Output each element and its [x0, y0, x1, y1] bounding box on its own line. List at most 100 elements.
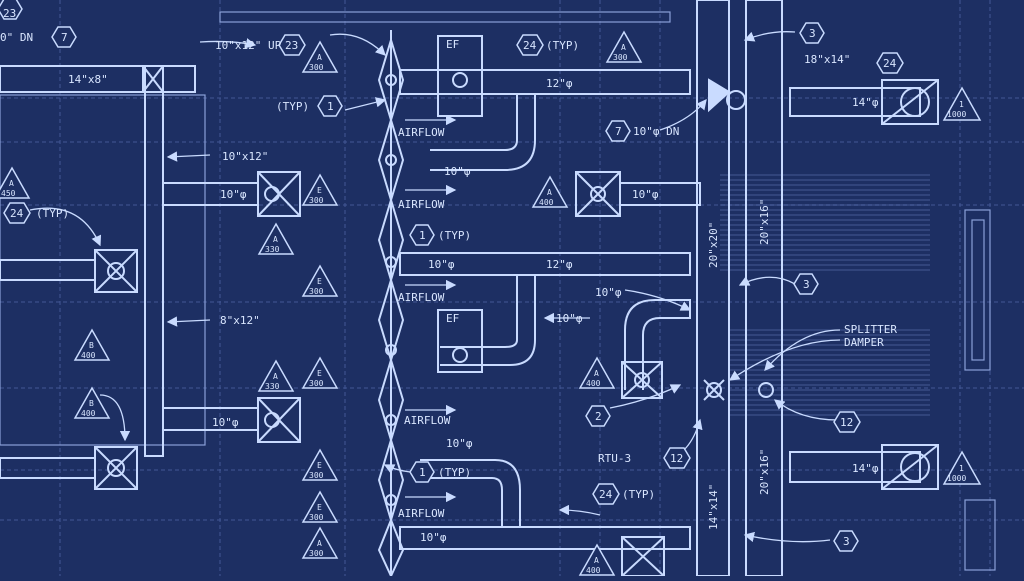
diffuser-tag-2-cfm: 300 [613, 53, 628, 62]
diffuser-tag-6-cfm: 330 [265, 245, 280, 254]
duct-left-run-2 [162, 407, 259, 431]
label-v-20x20: 20"x20" [707, 222, 720, 268]
duct-low [399, 526, 691, 550]
diffuser-box-1 [94, 249, 138, 293]
label-10-c: 10"φ [632, 188, 659, 201]
hex-tag-24b-text: 24 [883, 57, 897, 70]
hex-tag-23a: 23 [0, 0, 23, 20]
diffuser-tag-16-cfm: 1000 [947, 474, 966, 483]
label-10-bottom: 10"φ [420, 531, 447, 544]
label-splitter-1: SPLITTER [844, 323, 897, 336]
label-typ-24a: (TYP) [546, 39, 579, 52]
label-airflow-5: AIRFLOW [398, 507, 445, 520]
diffuser-box-7 [621, 361, 663, 399]
duct-left-trunk [144, 65, 164, 457]
diffuser-tag-9-cfm: 330 [265, 382, 280, 391]
diffuser-tag-1-cfm: 300 [309, 63, 324, 72]
elbow-3 [420, 459, 521, 528]
diffuser-tag-15-type: 1 [959, 100, 964, 109]
label-10-a: 10"φ [444, 165, 471, 178]
label-10-mid: 10"φ [428, 258, 455, 271]
label-12-top: 12"φ [546, 77, 573, 90]
diffuser-tag-18-type: A [594, 556, 599, 565]
hex-tag-24c-text: 24 [10, 207, 24, 220]
label-v-20x16-bottom: 20"x16" [758, 449, 771, 495]
diffuser-tag-13-type: E [317, 503, 322, 512]
label-airflow-3: AIRFLOW [398, 291, 445, 304]
diffuser-tag-5-type: A [547, 188, 552, 197]
diffuser-tag-17-type: A [317, 539, 322, 548]
frame-lines [0, 11, 996, 571]
duct-main-top [399, 69, 691, 95]
hex-tag-3b-text: 3 [803, 278, 810, 291]
hex-tag-1c-text: 1 [419, 466, 426, 479]
label-10-b: 10"φ [220, 188, 247, 201]
hex-tag-12b-text: 12 [670, 452, 683, 465]
hex-tag-3a: 3 [799, 22, 825, 44]
diffuser-box-2 [94, 446, 138, 490]
hex-tag-23a-text: 23 [3, 7, 16, 20]
label-14-right-top: 14"φ [852, 96, 879, 109]
diffuser-tag-18-cfm: 400 [586, 566, 601, 575]
diffuser-box-5 [575, 171, 621, 217]
elbow-1 [430, 93, 536, 171]
diffuser-tag-5-cfm: 400 [539, 198, 554, 207]
diffuser-box-4 [257, 397, 301, 443]
grille-right-top [881, 79, 939, 125]
hex-tag-24a: 24 [516, 34, 544, 56]
label-typ-left: (TYP) [36, 207, 69, 220]
label-10-d: 10"φ [556, 312, 583, 325]
hex-tag-2-text: 2 [595, 410, 602, 423]
label-10-left-low: 10"φ [212, 416, 239, 429]
hex-tag-3c-text: 3 [843, 535, 850, 548]
label-v-14x14: 14"x14" [707, 484, 720, 530]
diffuser-tag-8-cfm: 400 [81, 351, 96, 360]
diffuser-tag-14-type: A [594, 369, 599, 378]
label-10-mid2: 10"φ [595, 286, 622, 299]
label-8x12: 8"x12" [220, 314, 260, 327]
hex-tag-7b: 7 [605, 120, 631, 142]
hex-tag-1b-text: 1 [419, 229, 426, 242]
hex-tag-23b-text: 23 [285, 39, 298, 52]
hex-tag-1c: 1 [409, 461, 435, 483]
hex-tag-24b: 24 [876, 52, 904, 74]
supply-spine [377, 30, 405, 579]
hex-tag-24d-text: 24 [599, 488, 613, 501]
label-14-right-bottom: 14"φ [852, 462, 879, 475]
hex-tag-1b: 1 [409, 224, 435, 246]
diffuser-tag-13-cfm: 300 [309, 513, 324, 522]
diffuser-tag-4-cfm: 300 [309, 196, 324, 205]
label-18x14: 18"x14" [804, 53, 850, 66]
hex-tag-12a: 12 [833, 411, 861, 433]
label-12-mid: 12"φ [546, 258, 573, 271]
duct-mid-1 [399, 252, 691, 276]
diffuser-tag-7-cfm: 300 [309, 287, 324, 296]
diffuser-tag-4-type: E [317, 186, 322, 195]
diffuser-tag-12-type: E [317, 461, 322, 470]
diffuser-tag-17-cfm: 300 [309, 549, 324, 558]
hex-tag-2: 2 [585, 405, 611, 427]
diffuser-tag-11-type: B [89, 399, 94, 408]
duct-14x8 [0, 65, 196, 93]
hex-tag-24c: 24 [3, 202, 31, 224]
damper-box-1 [142, 65, 164, 93]
hex-tag-7: 7 [51, 26, 77, 48]
diffuser-tag-3-type: A [9, 179, 14, 188]
diffuser-tag-10-cfm: 300 [309, 379, 324, 388]
duct-right-bottom [789, 451, 921, 483]
